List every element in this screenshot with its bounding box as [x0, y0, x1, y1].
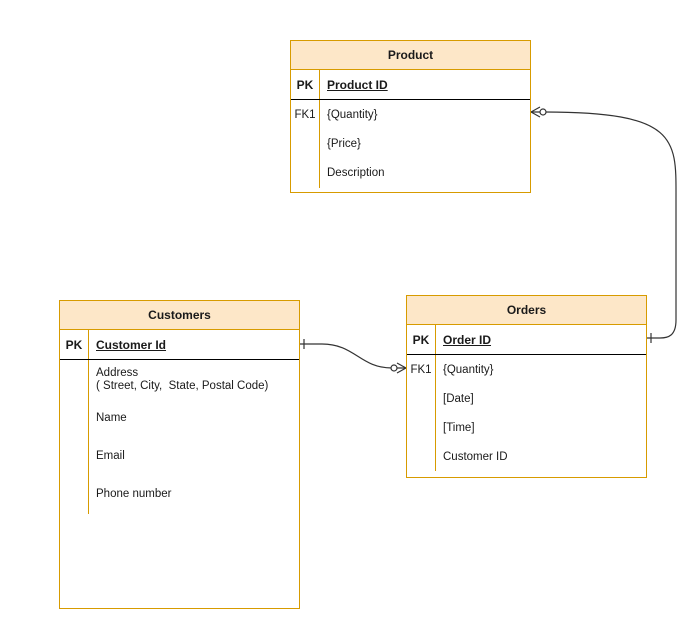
attribute: {Quantity}	[327, 109, 378, 121]
primary-key-row: PK Order ID	[407, 325, 646, 355]
zero-or-many-marker-product	[530, 106, 547, 118]
attribute: Customer ID	[443, 451, 508, 463]
fk-label: FK1	[294, 109, 316, 121]
primary-key-name: Order ID	[443, 333, 492, 347]
column-divider	[88, 360, 89, 514]
attribute: [Date]	[443, 393, 474, 405]
primary-key-row: PK Product ID	[291, 70, 530, 100]
pk-label: PK	[65, 338, 83, 352]
attribute: {Quantity}	[443, 364, 494, 376]
entity-title: Orders	[407, 296, 646, 325]
column-divider	[435, 355, 436, 471]
attribute: {Price}	[327, 138, 361, 150]
column-divider	[88, 330, 89, 359]
column-divider	[319, 70, 320, 99]
zero-or-many-marker-orders	[390, 362, 407, 374]
connector-customers-orders[interactable]	[300, 343, 406, 369]
entity-title: Product	[291, 41, 530, 70]
fk-label: FK1	[410, 364, 432, 376]
attribute: Address ( Street, City, State, Postal Co…	[96, 367, 269, 392]
attribute: Description	[327, 167, 385, 179]
attribute: [Time]	[443, 422, 475, 434]
primary-key-row: PK Customer Id	[60, 330, 299, 360]
entity-orders[interactable]: Orders PK Order ID FK1 {Quantity} [Date]…	[406, 295, 647, 478]
entity-product[interactable]: Product PK Product ID FK1 {Quantity} {Pr…	[290, 40, 531, 193]
connector-product-orders[interactable]	[531, 111, 677, 339]
primary-key-name: Product ID	[327, 78, 388, 92]
attribute: Name	[96, 412, 127, 424]
pk-label: PK	[296, 78, 314, 92]
pk-label: PK	[412, 333, 430, 347]
column-divider	[319, 100, 320, 188]
attribute-list: FK1 {Quantity} {Price} Description	[291, 100, 530, 193]
column-divider	[435, 325, 436, 354]
attribute-list: Address ( Street, City, State, Postal Co…	[60, 360, 299, 609]
entity-customers[interactable]: Customers PK Customer Id Address ( Stree…	[59, 300, 300, 609]
attribute-list: FK1 {Quantity} [Date] [Time] Customer ID	[407, 355, 646, 478]
primary-key-name: Customer Id	[96, 338, 167, 352]
attribute: Email	[96, 450, 125, 462]
attribute: Phone number	[96, 488, 172, 500]
entity-title: Customers	[60, 301, 299, 330]
